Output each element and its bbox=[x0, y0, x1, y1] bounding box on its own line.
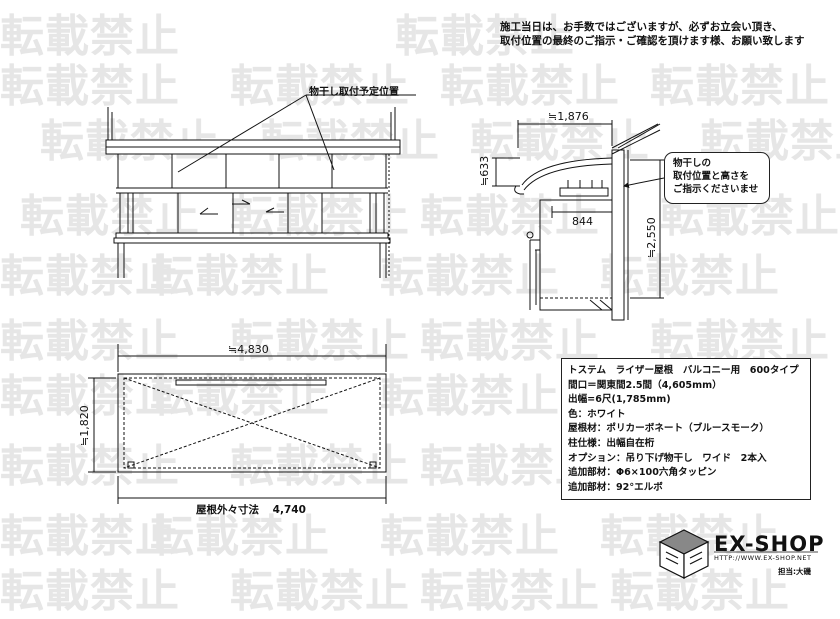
note-line-1: 施工当日は、お手数ではございますが、必ずお立会い頂き、 bbox=[500, 21, 783, 33]
spec-roof-material: 屋根材：ポリカーボネート（ブルースモーク） bbox=[568, 423, 769, 435]
dim-height-top: ≒633 bbox=[478, 155, 491, 186]
drawing-svg bbox=[88, 94, 818, 579]
callout-line-3: ご指示くださいませ bbox=[673, 184, 759, 195]
outer-dimension-label: 屋根外々寸法 4,740 bbox=[196, 502, 306, 517]
staff-name: 担当:大磯 bbox=[778, 567, 811, 576]
hanger-instruction-callout: 物干しの 取付位置と高さを ご指示くださいませ bbox=[664, 152, 770, 204]
front-elevation bbox=[105, 94, 416, 278]
note-line-2: 取付位置の最終のご指示・ご確認を頂けます様、お願い致します bbox=[500, 35, 805, 47]
dim-plan-depth: ≒1,820 bbox=[78, 405, 91, 446]
dim-hanger-width: 844 bbox=[572, 215, 593, 228]
ex-shop-logo bbox=[658, 529, 818, 579]
spec-option: オプション：吊り下げ物干し ワイド 2本入 bbox=[568, 452, 767, 464]
dim-plan-width: ≒4,830 bbox=[228, 343, 269, 356]
dim-height: ≒2,550 bbox=[645, 217, 658, 258]
dim-projection: ≒1,876 bbox=[548, 110, 589, 123]
spec-table: トステム ライザー屋根 バルコニー用 600タイプ 間口＝関東間2.5間（4,6… bbox=[561, 358, 811, 500]
hanger-position-label: 物干し取付予定位置 bbox=[309, 87, 399, 98]
spec-post: 柱仕様：出幅自在桁 bbox=[568, 437, 655, 449]
spec-addition-1: 追加部材：Φ6×100六角タッピン bbox=[568, 467, 717, 479]
brand-url: HTTP://WWW.EX-SHOP.NET bbox=[714, 554, 812, 562]
outer-dimension-title: 屋根外々寸法 bbox=[196, 504, 259, 516]
spec-title: トステム ライザー屋根 バルコニー用 600タイプ bbox=[568, 365, 799, 376]
drawing-sheet: 転載禁止転載禁止転載禁止転載禁止転載禁止転載禁止転載禁止転載禁止転載禁止転載禁止… bbox=[0, 11, 840, 617]
plan-view bbox=[88, 344, 387, 504]
spec-frontage: 間口＝関東間2.5間（4,605mm） bbox=[568, 379, 722, 391]
installation-note: 施工当日は、お手数ではございますが、必ずお立会い頂き、 取付位置の最終のご指示・… bbox=[500, 20, 805, 48]
outer-dimension-value: 4,740 bbox=[272, 504, 306, 516]
callout-line-1: 物干しの bbox=[673, 158, 712, 169]
side-elevation bbox=[492, 120, 665, 321]
spec-color: 色：ホワイト bbox=[568, 408, 626, 420]
spec-addition-2: 追加部材：92°エルボ bbox=[568, 481, 663, 493]
brand-name: EX-SHOP bbox=[714, 532, 825, 556]
callout-line-2: 取付位置と高さを bbox=[673, 171, 750, 182]
spec-projection: 出幅=6尺(1,785mm) bbox=[568, 394, 671, 406]
